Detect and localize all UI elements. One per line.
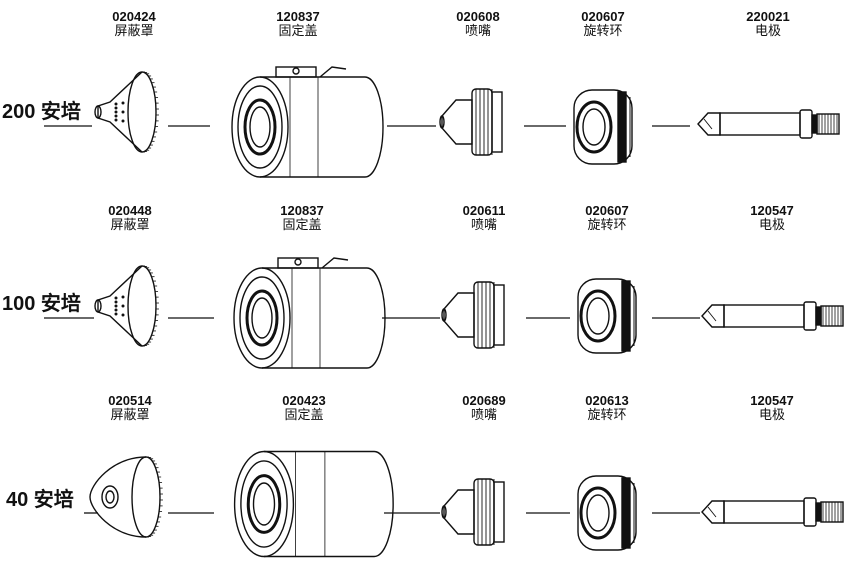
retaining-cap-part [231, 66, 384, 178]
part-number: 120547 [750, 203, 794, 218]
part-number: 020613 [585, 393, 629, 408]
row-current-label: 40 安培 [6, 489, 74, 511]
part-number: 120837 [276, 9, 320, 24]
part-number: 020514 [108, 393, 152, 408]
part-name: 旋转环 [587, 408, 627, 423]
shield-part [94, 71, 159, 153]
part-name: 喷嘴 [470, 408, 498, 423]
part-name: 屏蔽罩 [110, 408, 150, 423]
part-name: 喷嘴 [470, 218, 498, 233]
electrode-part [701, 301, 844, 331]
part-name: 旋转环 [583, 24, 623, 39]
part-name: 屏蔽罩 [114, 24, 154, 39]
row-current-label: 100 安培 [2, 293, 81, 315]
part-number: 020423 [282, 393, 326, 408]
part-name: 屏蔽罩 [110, 218, 150, 233]
swirl-ring-part [577, 278, 637, 354]
nozzle-part [441, 281, 505, 349]
part-number: 020689 [462, 393, 506, 408]
electrode-part [701, 497, 844, 527]
part-name: 电极 [754, 24, 782, 39]
part-name: 旋转环 [587, 218, 627, 233]
part-number: 120837 [280, 203, 324, 218]
shield-part [89, 456, 163, 538]
shield-part [94, 265, 159, 347]
row-current-label: 200 安培 [2, 101, 81, 123]
part-name: 固定盖 [284, 408, 324, 423]
part-number: 120547 [750, 393, 794, 408]
part-number: 020607 [581, 9, 625, 24]
part-name: 电极 [758, 408, 786, 423]
part-number: 220021 [746, 9, 790, 24]
part-name: 固定盖 [282, 218, 322, 233]
nozzle-part [439, 88, 503, 156]
electrode-part [697, 109, 840, 139]
nozzle-part [441, 478, 505, 546]
part-name: 固定盖 [278, 24, 318, 39]
swirl-ring-part [573, 89, 633, 165]
part-number: 020611 [462, 203, 506, 218]
retaining-cap-part [233, 257, 386, 369]
part-name: 喷嘴 [464, 24, 492, 39]
part-name: 电极 [758, 218, 786, 233]
retaining-cap-part [233, 450, 394, 558]
part-number: 020607 [585, 203, 629, 218]
swirl-ring-part [577, 475, 637, 551]
part-number: 020448 [108, 203, 152, 218]
part-number: 020608 [456, 9, 500, 24]
part-number: 020424 [112, 9, 156, 24]
